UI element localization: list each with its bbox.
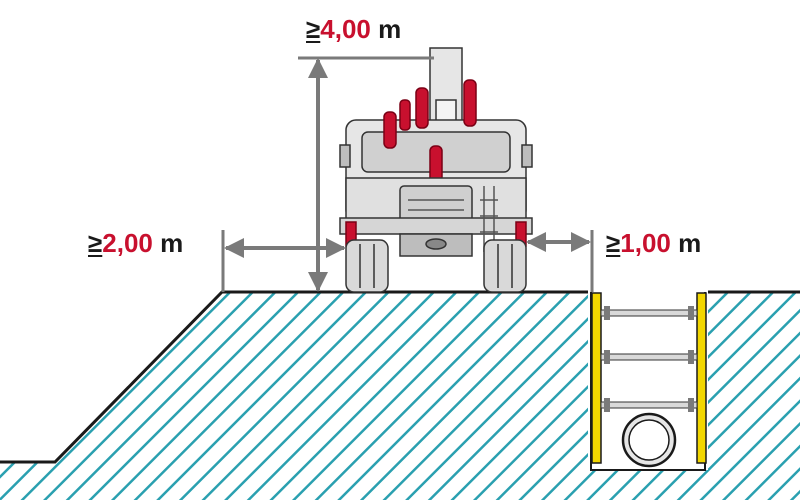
vehicle-bumper bbox=[339, 217, 533, 235]
ground-hatch bbox=[0, 292, 800, 500]
trench-distance-label: ≥1,00 m bbox=[606, 230, 701, 256]
slope-distance-label-value: 2,00 bbox=[102, 228, 153, 258]
vehicle-wheels bbox=[345, 239, 527, 293]
dimensions bbox=[221, 56, 594, 292]
trench-struts bbox=[600, 306, 698, 412]
trench-distance-label-value: 1,00 bbox=[620, 228, 671, 258]
height-label-value: 4,00 bbox=[320, 14, 371, 44]
vehicle bbox=[339, 47, 533, 293]
hydraulic-cylinders bbox=[383, 79, 477, 183]
ground-surface-line bbox=[0, 290, 588, 464]
slope-distance-label-symbol: ≥ bbox=[88, 228, 103, 258]
trench bbox=[590, 292, 707, 471]
ground bbox=[0, 290, 800, 500]
trench-distance-label-symbol: ≥ bbox=[606, 228, 621, 258]
pipe bbox=[621, 412, 677, 468]
trench-distance-label-unit: m bbox=[678, 228, 702, 258]
height-label-symbol: ≥ bbox=[306, 14, 321, 44]
slope-distance-label: ≥2,00 m bbox=[88, 230, 183, 256]
shoring-board-left bbox=[591, 292, 602, 464]
slope-distance-label-unit: m bbox=[160, 228, 184, 258]
shoring-board-right bbox=[696, 292, 707, 464]
height-label-unit: m bbox=[378, 14, 402, 44]
height-label: ≥4,00 m bbox=[306, 16, 401, 42]
